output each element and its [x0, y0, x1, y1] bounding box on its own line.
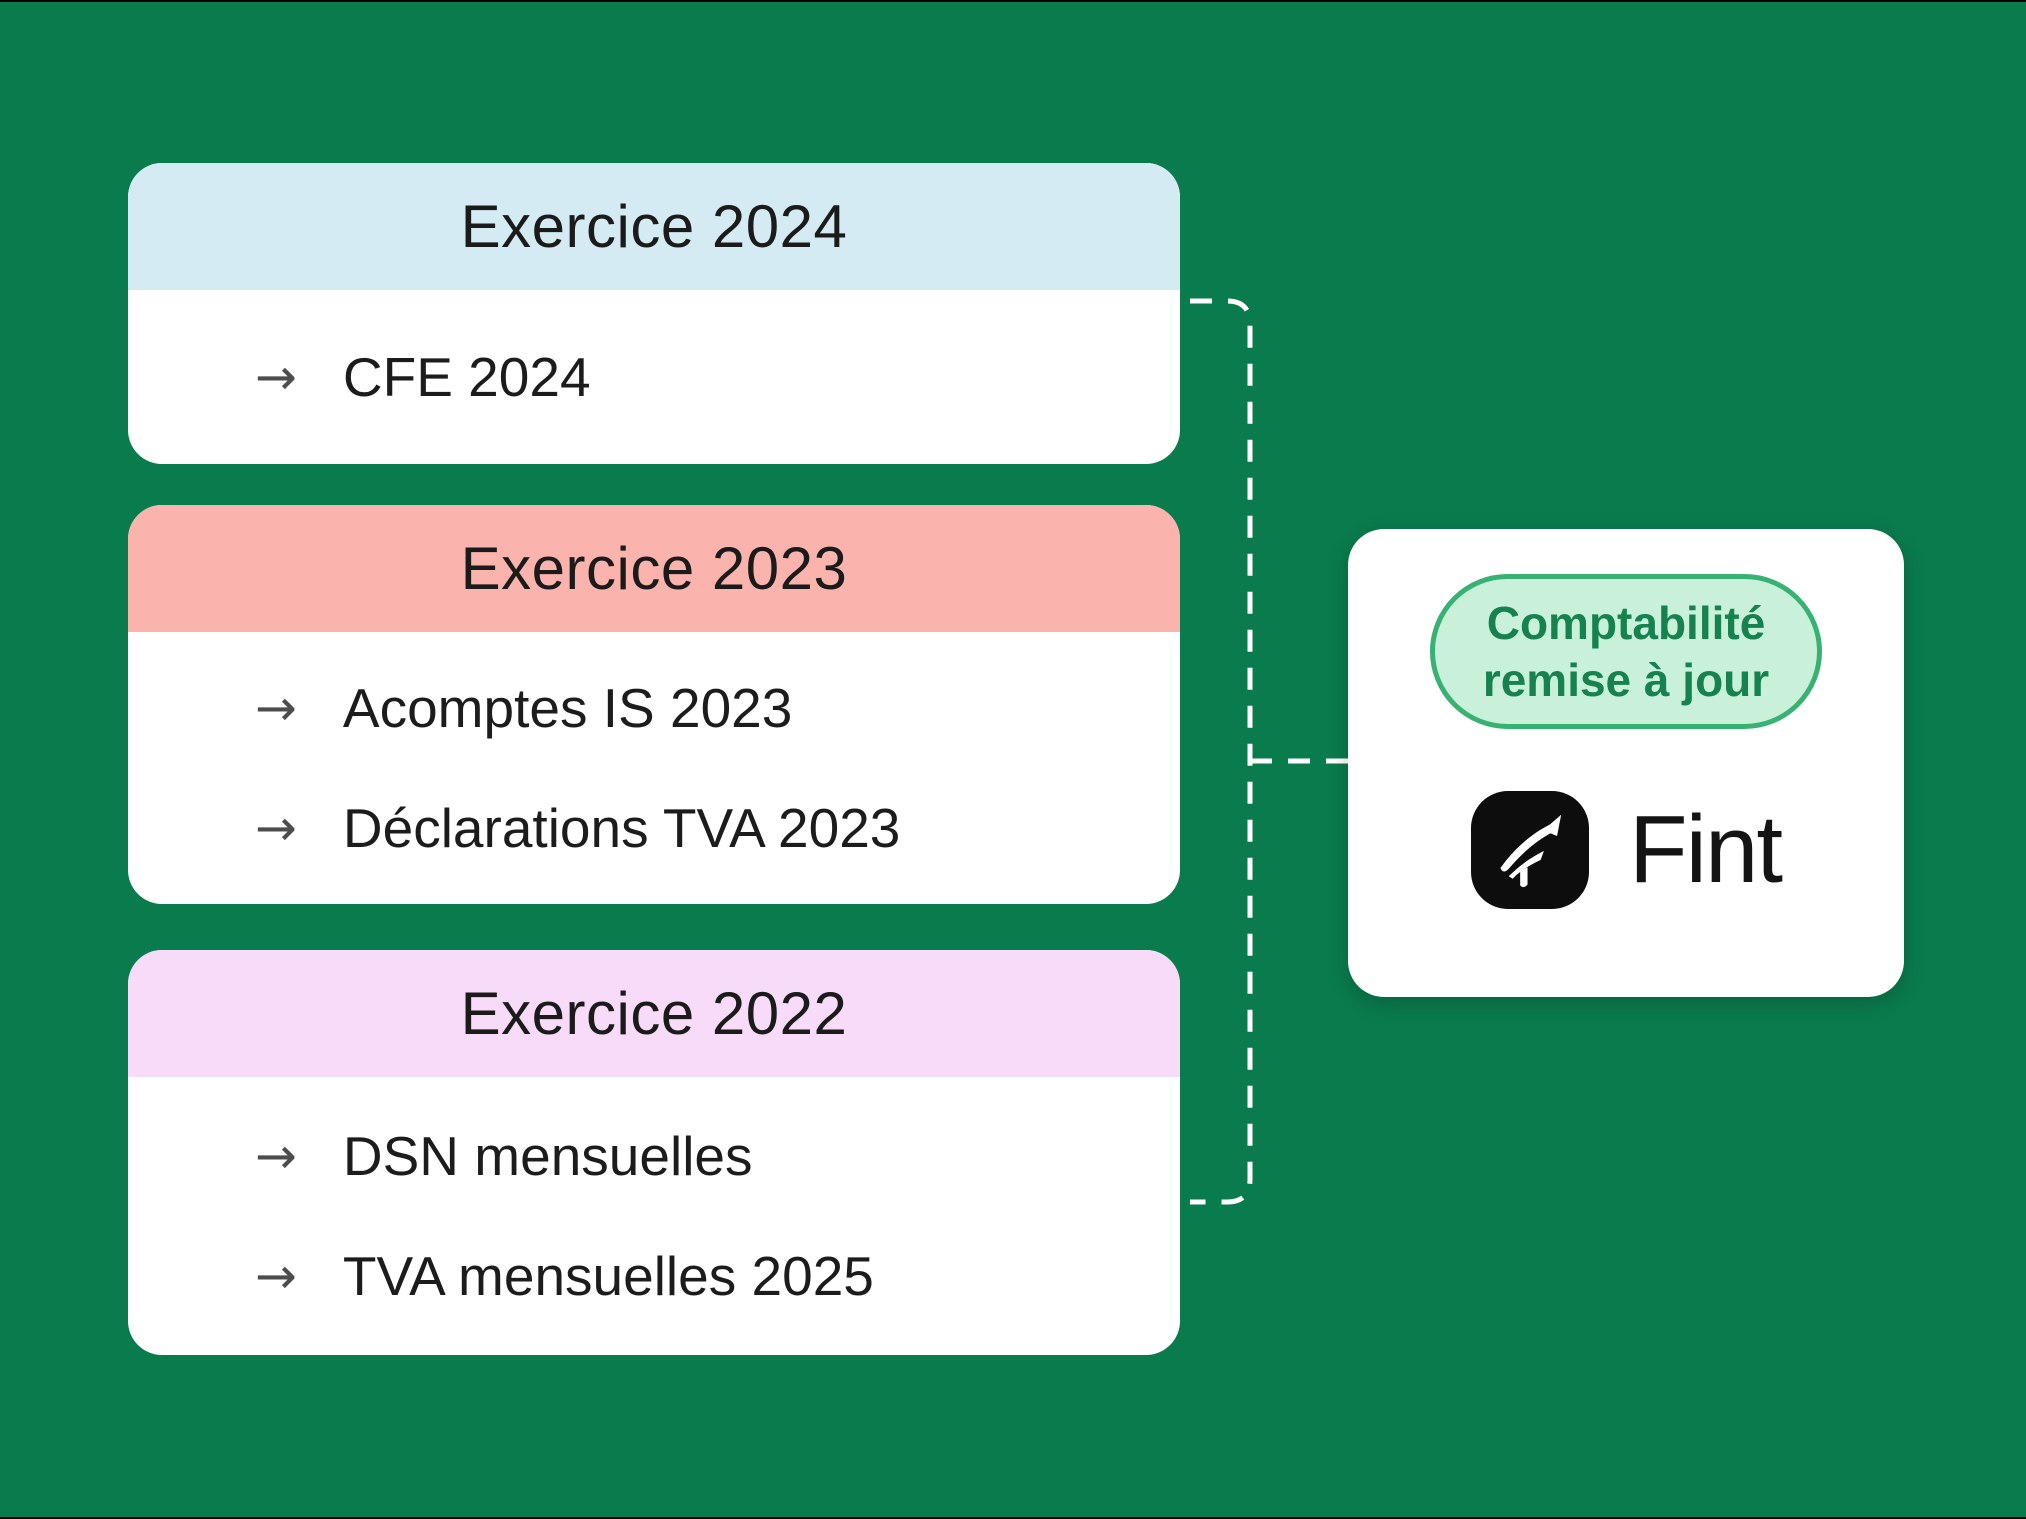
list-item-label: CFE 2024 — [342, 346, 591, 408]
card-header: Exercice 2022 — [128, 950, 1180, 1077]
status-badge: Comptabilité remise à jour — [1430, 574, 1822, 729]
list-item-label: DSN mensuelles — [342, 1125, 753, 1187]
card-exercice-2023: Exercice 2023 → Acomptes IS 2023 → Décla… — [128, 505, 1180, 904]
list-item: → DSN mensuelles — [255, 1124, 1180, 1188]
arrow-right-icon: → — [255, 1247, 297, 1305]
card-header: Exercice 2023 — [128, 505, 1180, 632]
fint-wordmark: Fint — [1628, 796, 1783, 903]
arrow-right-icon: → — [255, 1127, 297, 1185]
card-body: → CFE 2024 — [128, 290, 1180, 464]
list-item: → TVA mensuelles 2025 — [255, 1244, 1180, 1308]
card-title: Exercice 2023 — [460, 535, 848, 602]
status-badge-line-1: Comptabilité — [1486, 597, 1766, 650]
fint-brand-logo: Fint — [1470, 791, 1783, 909]
fint-app-icon — [1470, 791, 1589, 909]
card-exercice-2024: Exercice 2024 → CFE 2024 — [128, 163, 1180, 464]
list-item-label: Déclarations TVA 2023 — [342, 797, 901, 859]
connector-trunk-path — [1190, 298, 1253, 1205]
list-item: → Déclarations TVA 2023 — [255, 796, 1180, 860]
fint-feather-icon — [1500, 814, 1562, 888]
list-item: → Acomptes IS 2023 — [255, 676, 1180, 740]
card-fint-result: Comptabilité remise à jour Fint — [1348, 529, 1904, 997]
arrow-right-icon: → — [255, 348, 297, 406]
list-item-label: TVA mensuelles 2025 — [342, 1245, 874, 1307]
status-badge-line-2: remise à jour — [1482, 653, 1770, 706]
arrow-right-icon: → — [255, 679, 297, 737]
card-exercice-2022: Exercice 2022 → DSN mensuelles → TVA men… — [128, 950, 1180, 1355]
card-title: Exercice 2024 — [460, 193, 848, 260]
arrow-right-icon: → — [255, 799, 297, 857]
list-item-label: Acomptes IS 2023 — [342, 677, 793, 739]
card-body: → Acomptes IS 2023 → Déclarations TVA 20… — [128, 632, 1180, 904]
card-title: Exercice 2022 — [460, 980, 848, 1047]
list-item: → CFE 2024 — [255, 345, 1180, 409]
card-body: → DSN mensuelles → TVA mensuelles 2025 — [128, 1077, 1180, 1355]
card-header: Exercice 2024 — [128, 163, 1180, 290]
